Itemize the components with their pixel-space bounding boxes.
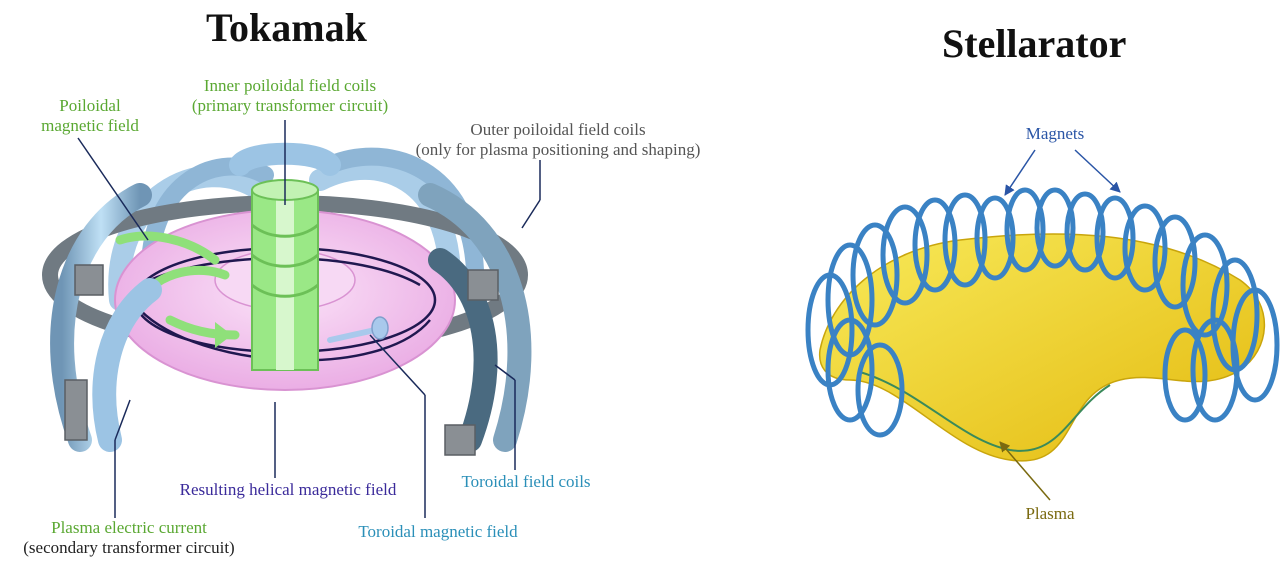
plasma-electric-current-label: Plasma electric current (secondary trans… bbox=[4, 518, 254, 558]
outer-poloidal-coils-line2: (only for plasma positioning and shaping… bbox=[388, 140, 728, 160]
poloidal-field-line2: magnetic field bbox=[20, 116, 160, 136]
toroidal-field-coils-label: Toroidal field coils bbox=[446, 472, 606, 492]
outer-poloidal-coils-label: Outer poiloidal field coils (only for pl… bbox=[388, 120, 728, 160]
toroidal-magnetic-field-label: Toroidal magnetic field bbox=[338, 522, 538, 542]
helical-magnetic-field-label: Resulting helical magnetic field bbox=[158, 480, 418, 500]
inner-poloidal-coils-label: Inner poiloidal field coils (primary tra… bbox=[170, 76, 410, 116]
inner-poloidal-coils-line2: (primary transformer circuit) bbox=[170, 96, 410, 116]
outer-poloidal-coils-line1: Outer poiloidal field coils bbox=[388, 120, 728, 140]
plasma-current-line1: Plasma electric current bbox=[4, 518, 254, 538]
magnets-label: Magnets bbox=[1005, 124, 1105, 144]
plasma-label: Plasma bbox=[1005, 504, 1095, 524]
plasma-current-line2: (secondary transformer circuit) bbox=[4, 538, 254, 558]
central-solenoid bbox=[252, 180, 318, 370]
poloidal-field-line1: Poiloidal bbox=[20, 96, 160, 116]
stellarator-diagram bbox=[808, 150, 1277, 500]
poloidal-magnetic-field-label: Poiloidal magnetic field bbox=[20, 96, 160, 136]
inner-poloidal-coils-line1: Inner poiloidal field coils bbox=[170, 76, 410, 96]
